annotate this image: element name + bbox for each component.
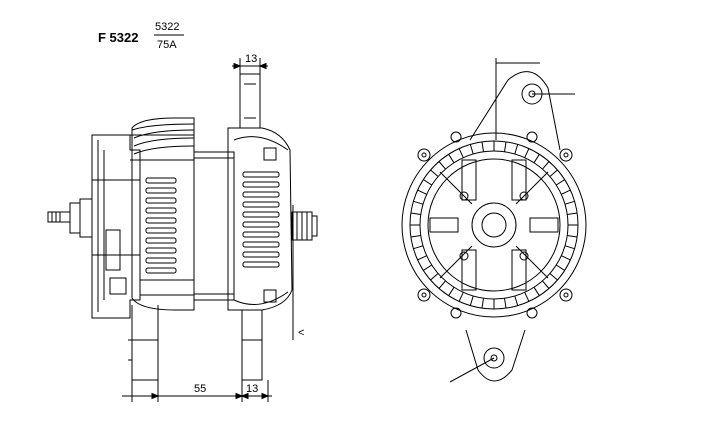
fan-tooth bbox=[410, 235, 421, 238]
terminal-stud bbox=[47, 198, 93, 238]
fan-tooth bbox=[430, 169, 439, 177]
fan-tooth bbox=[514, 144, 519, 155]
drawing-header: F 5322 5322 75A bbox=[98, 21, 184, 51]
fan-tooth bbox=[448, 154, 455, 163]
dimension-top-width: 13 bbox=[245, 53, 257, 65]
top-mount-ear bbox=[239, 73, 261, 129]
fan-tooth bbox=[533, 287, 540, 296]
fan-tooth bbox=[564, 200, 575, 205]
fan-tooth bbox=[556, 179, 565, 186]
fan-tooth bbox=[469, 144, 474, 155]
front-spokes bbox=[429, 159, 559, 291]
fan-tooth bbox=[504, 298, 507, 309]
bolt-hole bbox=[459, 191, 469, 201]
rear-housing bbox=[130, 117, 195, 311]
fan-tooth bbox=[423, 264, 432, 271]
pulley-shaft bbox=[291, 211, 318, 241]
fan-tooth bbox=[413, 200, 424, 205]
fan-tooth bbox=[413, 245, 424, 250]
part-number: F 5322 bbox=[98, 30, 138, 45]
fan-tooth bbox=[533, 154, 540, 163]
bolt-hole bbox=[519, 251, 529, 261]
fan-tooth bbox=[567, 212, 578, 215]
fan-tooth bbox=[561, 255, 571, 261]
fan-tooth bbox=[524, 292, 530, 302]
fan-tooth bbox=[514, 295, 519, 306]
fan-tooth bbox=[417, 189, 427, 195]
fan-tooth bbox=[423, 179, 432, 186]
fraction-bottom: 75A bbox=[157, 39, 177, 51]
fan-ring-inner bbox=[427, 158, 561, 292]
fan-tooth bbox=[556, 264, 565, 271]
corner-bolts bbox=[417, 131, 573, 319]
fan-tooth bbox=[561, 189, 571, 195]
dimension-bottom-left: 55 bbox=[194, 383, 206, 395]
bottom-mount-feet bbox=[128, 305, 263, 381]
bolt-hole bbox=[519, 191, 529, 201]
fan-tooth bbox=[448, 287, 455, 296]
dimension-side-marker: < bbox=[298, 327, 304, 339]
fan-tooth bbox=[564, 245, 575, 250]
fan-tooth bbox=[481, 298, 484, 309]
fan-tooth bbox=[567, 235, 578, 238]
rim-inner-edge bbox=[409, 140, 579, 310]
front-view bbox=[401, 58, 587, 383]
dimensions-side bbox=[122, 58, 294, 402]
fan-tooth bbox=[542, 161, 550, 170]
dimension-bottom-right: 13 bbox=[246, 383, 258, 395]
fan-tooth bbox=[430, 273, 439, 281]
outer-rim bbox=[401, 132, 587, 318]
front-bottom-ear bbox=[449, 329, 526, 383]
fan-teeth bbox=[410, 141, 578, 309]
fan-tooth bbox=[549, 273, 558, 281]
stator-band bbox=[193, 151, 235, 301]
fan-tooth bbox=[438, 161, 446, 170]
fan-ring bbox=[419, 150, 569, 300]
fan-tooth bbox=[524, 148, 530, 158]
fan-tooth bbox=[458, 292, 464, 302]
fan-tooth bbox=[410, 212, 421, 215]
fan-tooth bbox=[469, 295, 474, 306]
side-view bbox=[47, 73, 318, 381]
fan-tooth bbox=[504, 141, 507, 152]
fan-tooth bbox=[417, 255, 427, 261]
hub-bore bbox=[481, 212, 507, 238]
front-housing bbox=[227, 127, 293, 311]
fraction-top: 5322 bbox=[155, 21, 179, 33]
fan-tooth bbox=[549, 169, 558, 177]
fan-tooth bbox=[458, 148, 464, 158]
fan-tooth bbox=[438, 280, 446, 289]
fan-tooth bbox=[481, 141, 484, 152]
rear-cover bbox=[91, 134, 141, 319]
bolt-hole bbox=[459, 251, 469, 261]
hub-outer bbox=[471, 202, 517, 248]
fan-tooth bbox=[542, 280, 550, 289]
front-top-ear bbox=[469, 58, 575, 151]
